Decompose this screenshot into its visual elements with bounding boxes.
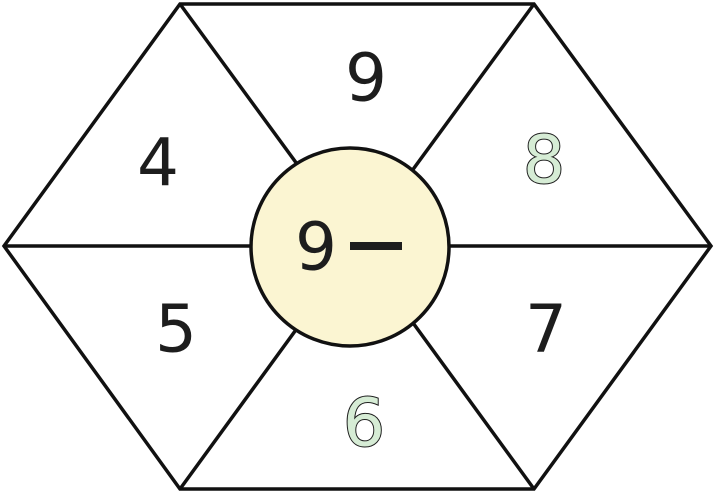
segment-numbers: 9 8 7 6 5 4 [137, 40, 567, 463]
center-digit: 9 [295, 209, 337, 286]
segment-number-bottom: 6 [343, 385, 385, 462]
segment-number-upper-right: 8 [523, 122, 565, 199]
segment-number-lower-left: 5 [155, 291, 197, 368]
segment-number-lower-right: 7 [525, 291, 567, 368]
center-expression: 9 [295, 209, 402, 286]
minus-sign [350, 242, 402, 250]
segment-number-upper-left: 4 [137, 125, 179, 202]
segment-number-top: 9 [345, 40, 387, 117]
